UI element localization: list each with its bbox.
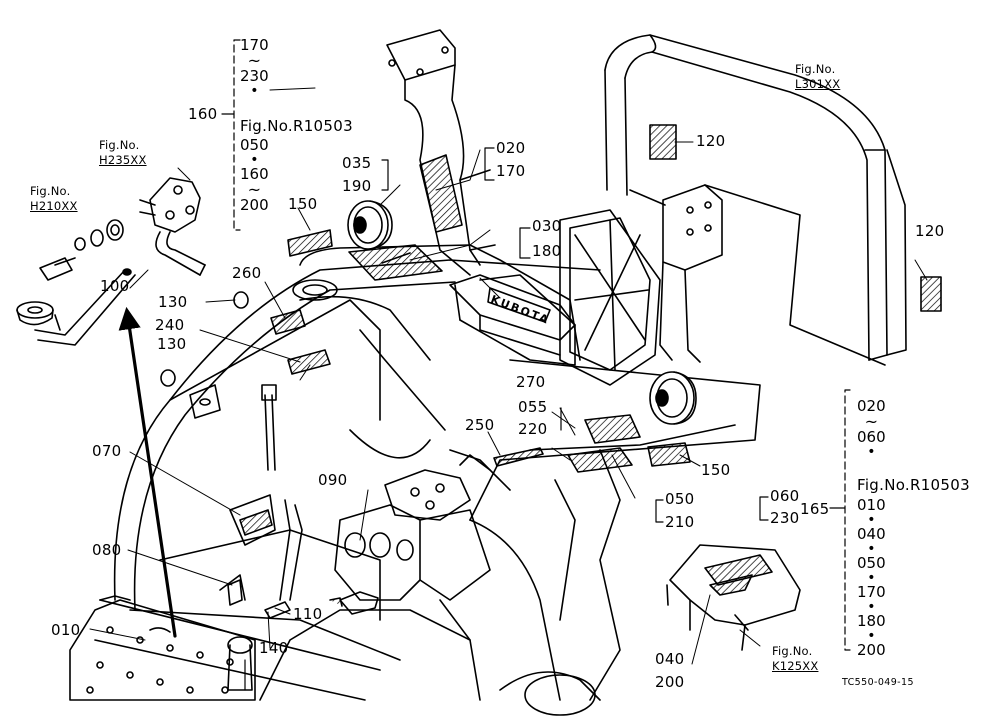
ref-label-190: 190 [342,177,372,195]
set-165-item: 020 [857,397,886,415]
set-160-item: 230 [240,67,269,85]
set-160-item: 050 [240,136,269,154]
ref-label-170: 170 [496,162,526,180]
ref-set-160: 170 ~ 230 • [240,36,269,99]
hydraulic-pipes [16,177,206,346]
ref-label-150: 150 [701,461,731,479]
ref-label-150: 150 [288,195,318,213]
fig-ref-h235-number: H235XX [99,153,147,167]
ref-label-050: 050 [665,490,695,508]
ref-label-080: 080 [92,541,122,559]
ref-label-240: 240 [155,316,185,334]
fig-ref-h210-caption: Fig.No. [30,184,71,198]
ref-label-055: 055 [518,398,548,416]
ref-label-100: 100 [100,277,130,295]
ref-label-140: 140 [259,639,289,657]
ref-set-160-lower: 050 • 160 ~ 200 [240,137,269,214]
set-165-item: 200 [857,641,886,659]
separator-dot: • [867,512,876,528]
reference-brackets [221,39,851,691]
ref-label-270: 270 [516,373,546,391]
fig-ref-k125-caption: Fig.No. [772,644,813,658]
drawing-code: TC550-049-15 [842,677,914,688]
set-165-item: 170 [857,583,886,601]
range-symbol: ~ [247,180,262,199]
front-cover [666,544,801,651]
range-symbol: ~ [864,412,879,431]
ref-label-030: 030 [532,217,562,235]
range-symbol: ~ [247,51,262,70]
rops-frame [604,34,907,366]
ref-label-165: 165 [800,500,830,518]
set-160-item: 160 [240,165,269,183]
tool-box [449,274,576,356]
set-165-fig-ref: Fig.No.R10503 [857,476,970,494]
control-levers [219,384,511,691]
ref-label-180: 180 [532,242,562,260]
fender-knobs [160,200,697,425]
fig-ref-l301-caption: Fig.No. [795,62,836,76]
separator-dot: • [250,152,259,168]
ref-label-120: 120 [915,222,945,240]
set-160-item: 170 [240,36,269,54]
ref-label-020: 020 [496,139,526,157]
ref-label-130: 130 [157,335,187,353]
ref-label-260: 260 [232,264,262,282]
ref-label-040: 040 [655,650,685,668]
flow-arrow [118,306,177,638]
fig-ref-h235-caption: Fig.No. [99,138,140,152]
separator-dot: • [867,541,876,557]
ref-set-165-lower: 010 • 040 • 050 • 170 • 180 • 200 [857,497,886,659]
separator-dot: • [867,599,876,615]
ref-label-035: 035 [342,154,372,172]
set-165-item: 180 [857,612,886,630]
fender-plate [386,29,496,276]
leader-lines [89,87,928,665]
ref-label-200: 200 [655,673,685,691]
set-160-item: 200 [240,196,269,214]
separator-dot: • [250,83,259,99]
ref-label-090: 090 [318,471,348,489]
ref-label-210: 210 [665,513,695,531]
ref-label-220: 220 [518,420,548,438]
separator-dot: • [867,444,876,460]
set-165-item: 050 [857,554,886,572]
set-165-item: 060 [857,428,886,446]
ref-label-230: 230 [770,509,800,527]
ref-set-165: 020 ~ 060 • [857,397,886,460]
floor-plate [69,595,256,701]
transmission-housing [334,454,491,641]
ref-label-120: 120 [696,132,726,150]
ref-label-010: 010 [51,621,81,639]
ref-label-060: 060 [770,487,800,505]
fender-body [94,244,761,716]
ref-label-250: 250 [465,416,495,434]
fig-ref-h210-number: H210XX [30,199,78,213]
decals [239,124,942,607]
ref-label-070: 070 [92,442,122,460]
ref-label-160: 160 [188,105,218,123]
set-165-item: 040 [857,525,886,543]
ref-label-110: 110 [293,605,323,623]
seat-support [454,209,661,386]
separator-dot: • [867,570,876,586]
set-160-fig-ref: Fig.No.R10503 [240,117,353,135]
separator-dot: • [867,628,876,644]
set-165-item: 010 [857,496,886,514]
fig-ref-k125-number: K125XX [772,659,819,673]
ref-label-130: 130 [158,293,188,311]
fig-ref-l301-number: L301XX [795,77,841,91]
